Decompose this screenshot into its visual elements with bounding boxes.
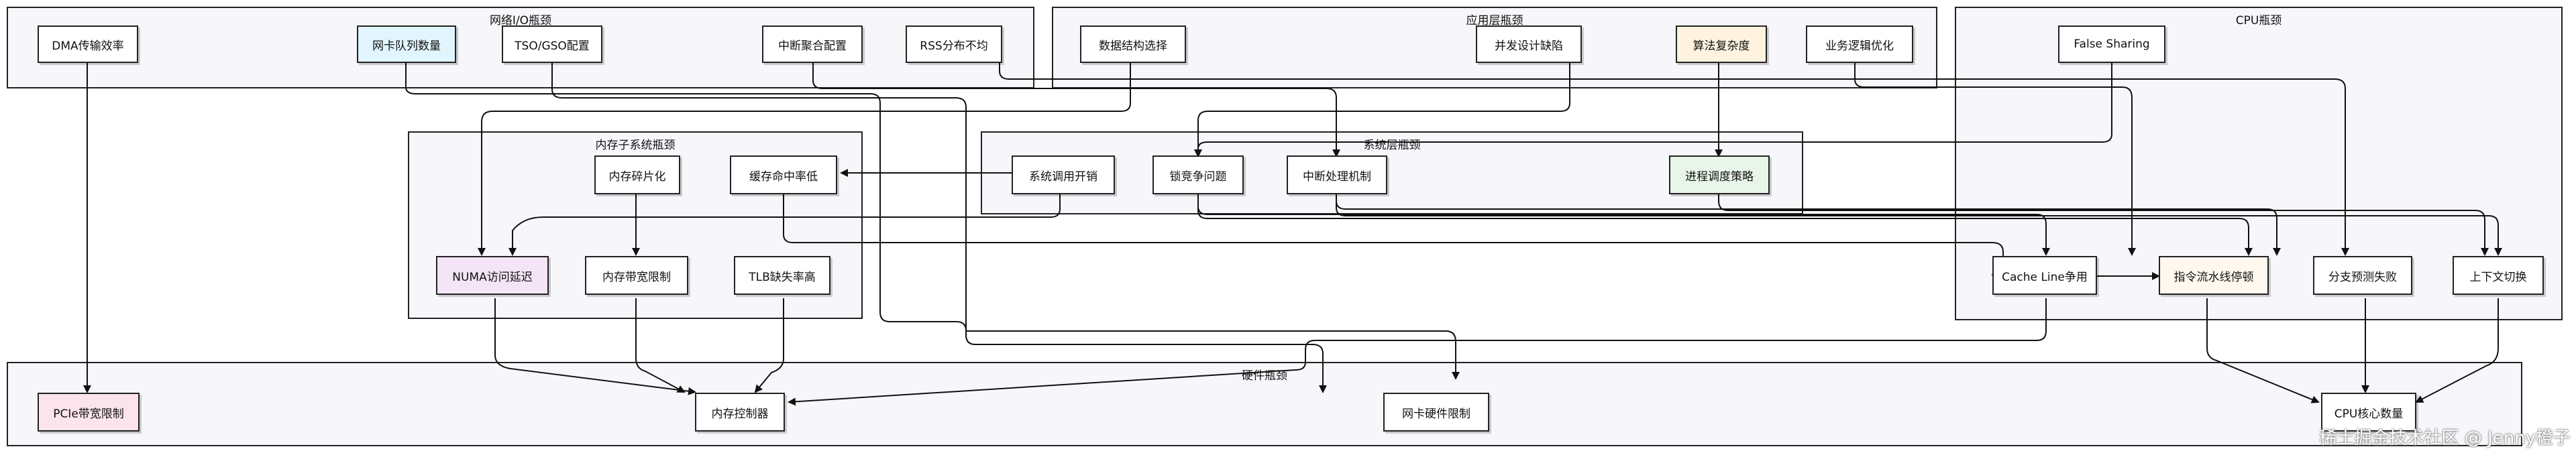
edge-irqmech-pipeline (1336, 194, 2281, 256)
node-label: 内存带宽限制 (602, 270, 671, 284)
node-memory-controller: 内存控制器 (695, 393, 785, 432)
node-label: 锁竞争问题 (1169, 170, 1227, 184)
edge-cachehit-cacheline (783, 194, 2004, 279)
edge-ctxswitch-cpucores (2415, 298, 2499, 403)
node-cpu-core-count: CPU核心数量 (2321, 393, 2416, 432)
node-label: CPU核心数量 (2334, 407, 2404, 421)
node-label: 中断聚合配置 (778, 39, 847, 53)
node-label: RSS分布不均 (920, 39, 988, 53)
node-label: 业务逻辑优化 (1825, 39, 1894, 53)
node-syscall-overhead: 系统调用开销 (1012, 155, 1115, 194)
node-false-sharing: False Sharing (2058, 25, 2165, 63)
node-label: TSO/GSO配置 (515, 39, 590, 53)
node-label: 上下文切换 (2469, 270, 2527, 284)
node-tlb-miss: TLB缺失率高 (734, 256, 830, 295)
node-branch-misprediction: 分支预测失败 (2313, 256, 2412, 295)
edge-concurrency-lock (1194, 62, 1570, 157)
cluster-title: 内存子系统瓶颈 (595, 139, 676, 152)
edge-lock-cacheline (1197, 194, 2050, 256)
node-memory-bandwidth: 内存带宽限制 (585, 256, 688, 295)
cluster-title: CPU瓶颈 (2235, 14, 2282, 27)
node-algorithm-complexity: 算法复杂度 (1676, 25, 1767, 63)
node-label: 中断处理机制 (1303, 170, 1371, 184)
edge-pipeline-cpucores (2206, 298, 2320, 403)
node-context-switch: 上下文切换 (2453, 256, 2544, 295)
edge-irqcoalesce-irqmech (812, 62, 1340, 157)
node-label: False Sharing (2074, 38, 2150, 51)
node-label: 内存碎片化 (608, 170, 666, 184)
node-label: NUMA访问延迟 (452, 270, 533, 284)
node-pcie-bandwidth: PCIe带宽限制 (38, 393, 140, 432)
cluster-application: 应用层瓶颈 (1052, 7, 1937, 88)
node-irq-coalesce-config: 中断聚合配置 (762, 25, 863, 63)
edge-membw-memctrl (635, 298, 686, 393)
node-nic-queue-count: 网卡队列数量 (357, 25, 456, 63)
edge-rss-pipeline (999, 62, 2349, 256)
cluster-system: 系统层瓶颈 (981, 131, 1803, 214)
node-label: 网卡队列数量 (372, 39, 441, 53)
edge-lock-pipeline (1197, 194, 2253, 256)
node-tso-gso-config: TSO/GSO配置 (502, 25, 602, 63)
node-label: 算法复杂度 (1693, 39, 1750, 53)
node-numa-latency: NUMA访问延迟 (436, 256, 549, 295)
watermark: 稀土掘金技术社区 @ Jenny橙子 (2319, 428, 2571, 448)
node-cache-line-contention: Cache Line争用 (1992, 256, 2097, 295)
edge-tlb-memctrl (754, 298, 784, 393)
edge-tso-nichw (551, 62, 1327, 393)
node-concurrency-design: 并发设计缺陷 (1476, 25, 1582, 63)
node-label: 网卡硬件限制 (1402, 407, 1470, 421)
node-label: 进程调度策略 (1685, 170, 1754, 184)
edge-numa-memctrl (494, 298, 696, 395)
node-dma-efficiency: DMA传输效率 (38, 25, 138, 63)
cluster-hardware: 硬件瓶颈 (7, 362, 2522, 446)
node-cache-hit-rate: 缓存命中率低 (730, 155, 837, 194)
edge-nicqueue-nichw (405, 62, 1460, 380)
node-label: DMA传输效率 (52, 39, 124, 53)
node-rss-imbalance: RSS分布不均 (906, 25, 1002, 63)
node-label: 内存控制器 (711, 407, 769, 421)
node-label: 数据结构选择 (1099, 39, 1167, 53)
node-label: TLB缺失率高 (749, 270, 816, 284)
edge-syscall-numa (508, 194, 1061, 256)
node-label: 系统调用开销 (1029, 170, 1097, 184)
node-business-logic: 业务逻辑优化 (1806, 25, 1913, 63)
node-label: 指令流水线停顿 (2174, 270, 2254, 284)
cluster-title: 应用层瓶颈 (1466, 14, 1523, 27)
edge-business-pipeline (1854, 62, 2136, 256)
node-lock-contention: 锁竞争问题 (1152, 155, 1244, 194)
edge-datastruct-numa (478, 62, 1131, 256)
node-memory-fragmentation: 内存碎片化 (594, 155, 680, 194)
edge-falsesharing-lock (1194, 62, 2112, 157)
edge-irqmech-ctxswitch (1336, 194, 2502, 256)
node-label: 缓存命中率低 (749, 170, 818, 184)
node-pipeline-stall: 指令流水线停顿 (2159, 256, 2269, 295)
node-nic-hardware: 网卡硬件限制 (1383, 393, 1489, 432)
edge-sched-ctxswitch (1718, 194, 2489, 256)
node-label: 并发设计缺陷 (1495, 39, 1563, 53)
node-scheduling-policy: 进程调度策略 (1669, 155, 1770, 194)
node-interrupt-mechanism: 中断处理机制 (1287, 155, 1387, 194)
edge-cacheline-memctrl (788, 298, 2047, 406)
cluster-title: 网络I/O瓶颈 (489, 14, 552, 27)
node-label: 分支预测失败 (2328, 270, 2397, 284)
node-label: PCIe带宽限制 (53, 407, 124, 421)
node-label: Cache Line争用 (2002, 270, 2088, 284)
node-data-structure: 数据结构选择 (1080, 25, 1186, 63)
